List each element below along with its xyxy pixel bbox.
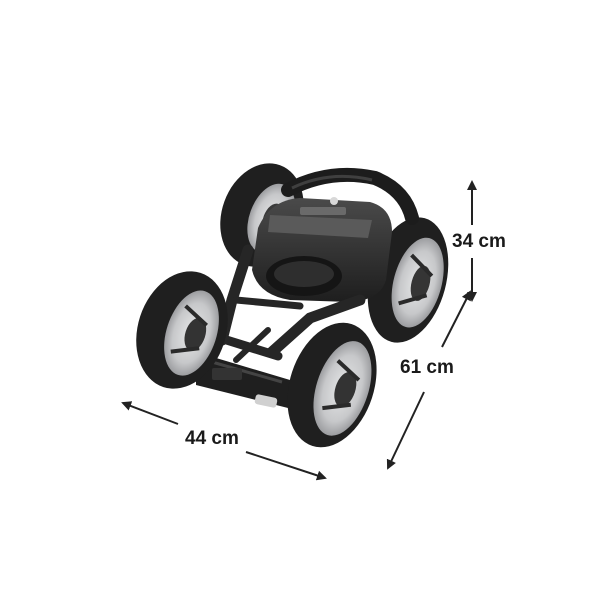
front-right-wheel <box>287 322 377 448</box>
depth-dimension-arrow <box>386 290 471 470</box>
depth-label: 61 cm <box>400 357 454 378</box>
height-label: 34 cm <box>452 231 506 252</box>
front-base <box>196 352 290 408</box>
front-left-wheel <box>136 271 228 389</box>
width-label: 44 cm <box>185 428 239 449</box>
width-dimension-arrow <box>121 401 327 481</box>
handle-bar <box>281 167 419 225</box>
console-body <box>252 197 392 302</box>
